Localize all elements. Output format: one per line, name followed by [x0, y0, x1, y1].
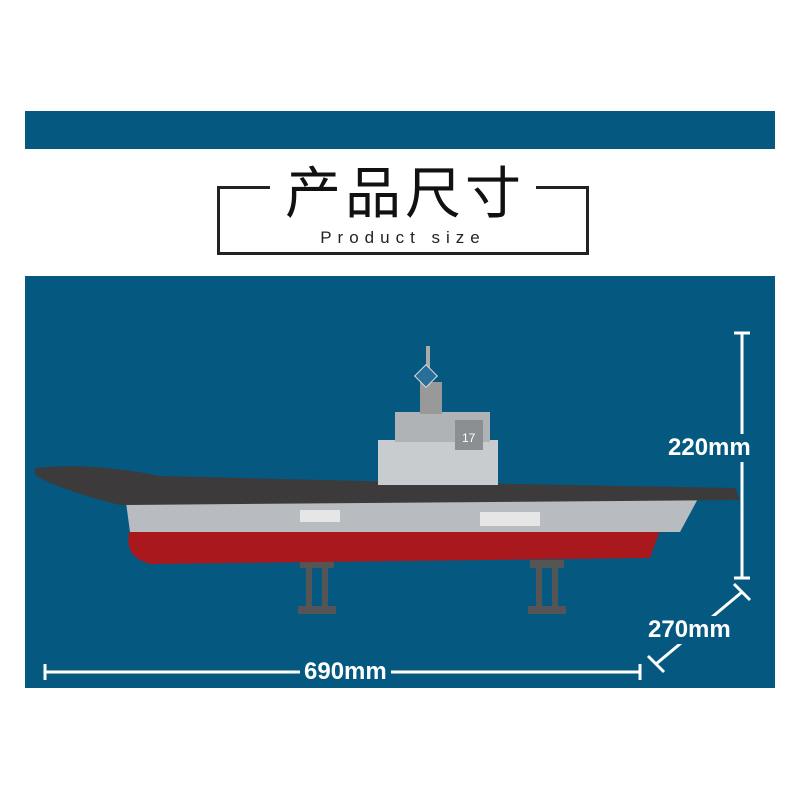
page-subtitle: Product size	[320, 228, 486, 247]
island	[378, 346, 498, 485]
frame-line-left	[220, 186, 270, 189]
hull-number: 17	[462, 431, 476, 445]
flight-deck	[35, 466, 740, 505]
width-label: 270mm	[644, 616, 735, 644]
hull-detail	[480, 512, 540, 526]
stand-right	[528, 560, 566, 614]
length-label: 690mm	[300, 658, 391, 686]
hull-red	[128, 530, 660, 564]
top-banner	[25, 111, 775, 149]
height-label: 220mm	[664, 434, 755, 462]
page-title: 产品尺寸	[275, 160, 535, 230]
frame-line-right	[536, 186, 586, 189]
hull-gray	[125, 495, 700, 532]
title-frame	[217, 186, 589, 255]
hull-detail	[300, 510, 340, 522]
stand-left	[298, 560, 336, 614]
